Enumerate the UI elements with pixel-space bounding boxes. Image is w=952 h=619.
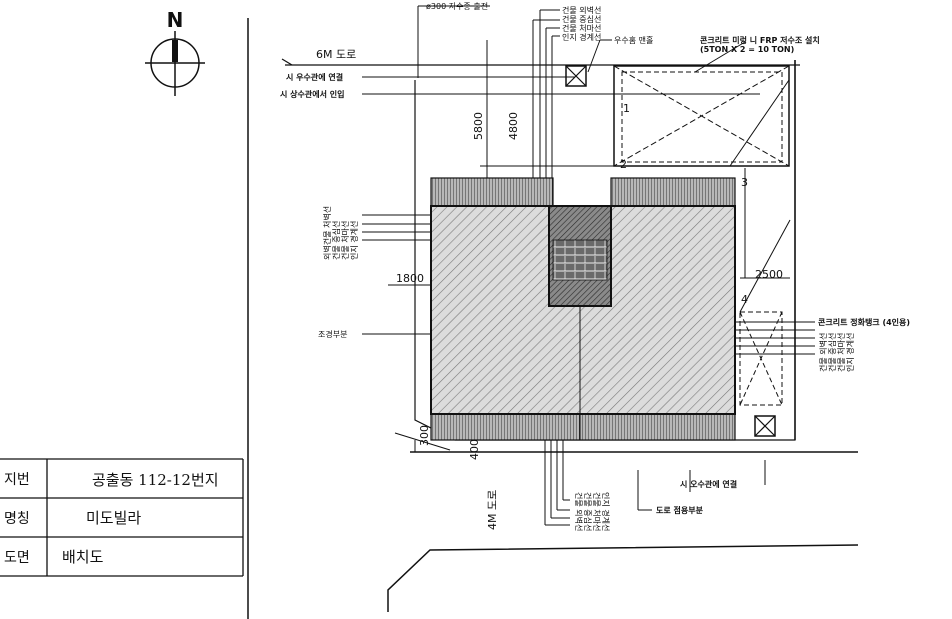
label-left-wall-4: 인지 경계선 bbox=[349, 221, 359, 260]
label-storm-outlet: ø300 자수종 출전 bbox=[426, 1, 488, 11]
title-block: 지번 공출동 112-12번지 명칭 미도빌라 도면 배치도 bbox=[0, 458, 244, 577]
label-left-wall-3: 건물 처마선 bbox=[340, 221, 350, 260]
label-left-wall-1: 외벽건물 처벽선 bbox=[322, 206, 332, 260]
label-right-wall-1: 건물 외벽선 bbox=[818, 333, 828, 372]
road-bottom-label: 4M 도로 bbox=[486, 490, 499, 530]
north-arrow: N bbox=[145, 8, 205, 96]
road-top-label: 6M 도로 bbox=[316, 48, 356, 61]
marker-1: 1 bbox=[623, 102, 630, 115]
title-key-name: 명칭 bbox=[4, 511, 30, 527]
dim-400: 400 bbox=[468, 439, 481, 460]
building-eaves bbox=[430, 177, 736, 441]
dimensions: 5800 4800 1800 2500 300 400 2 3 bbox=[396, 112, 783, 460]
label-city-sewer: 시 오수관에 연결 bbox=[680, 479, 737, 489]
label-top-wall-3: 건물 처마선 bbox=[562, 23, 601, 33]
road-top: 6M 도로 bbox=[281, 48, 800, 66]
road-bottom: 4M 도로 bbox=[387, 432, 859, 612]
north-label: N bbox=[167, 8, 184, 32]
marker-3: 3 bbox=[741, 176, 748, 189]
label-tank-2: (5TON X 2 = 10 TON) bbox=[700, 45, 794, 54]
label-top-wall-2: 건물 중심선 bbox=[562, 14, 601, 24]
rainwater-manhole bbox=[565, 65, 587, 87]
water-tank: 1 bbox=[613, 65, 790, 167]
guide-lines bbox=[362, 5, 815, 526]
label-bottom-wall-3: 건물 처마선 bbox=[592, 492, 602, 531]
label-road-included: 도로 점용부분 bbox=[656, 505, 704, 515]
label-bottom-wall-1: 건물 외벽선 bbox=[574, 492, 584, 531]
marker-4: 4 bbox=[741, 293, 748, 306]
label-right-wall-3: 건물 처마선 bbox=[836, 333, 846, 372]
label-bottom-wall-4: 인지 경계선 bbox=[601, 492, 611, 531]
label-city-storm: 시 우수관에 연결 bbox=[286, 72, 343, 82]
dim-1800: 1800 bbox=[396, 272, 424, 285]
title-value-drawing: 배치도 bbox=[62, 548, 104, 566]
label-city-water: 시 상수관에서 인입 bbox=[280, 89, 344, 99]
dim-300: 300 bbox=[418, 425, 431, 446]
dim-4800: 4800 bbox=[507, 112, 520, 140]
label-top-wall-1: 건물 외벽선 bbox=[562, 5, 601, 15]
dim-5800: 5800 bbox=[472, 112, 485, 140]
label-right-wall-4: 인지 경계선 bbox=[845, 333, 855, 372]
label-rain-manhole: 우수홈 맨홀 bbox=[614, 35, 653, 45]
annotations: ø300 자수종 출전 건물 외벽선 건물 중심선 건물 처마선 인지 경계선 … bbox=[280, 1, 910, 531]
septic-tank: 4 bbox=[739, 219, 791, 406]
label-septic: 콘크리트 정화탱크 (4인용) bbox=[818, 317, 910, 327]
label-landscape: 조경부분 bbox=[318, 329, 347, 339]
label-left-wall-2: 건물 중심선 bbox=[331, 221, 341, 260]
marker-2: 2 bbox=[620, 158, 627, 171]
label-right-wall-2: 건물 중심선 bbox=[827, 333, 837, 372]
sewer-manhole bbox=[754, 415, 776, 437]
label-tank-1: 콘크리트 미렁 니 FRP 저수조 설치 bbox=[700, 35, 820, 45]
stair-core bbox=[548, 205, 612, 307]
title-key-drawing: 도면 bbox=[4, 550, 30, 566]
title-value-name: 미도빌라 bbox=[86, 509, 141, 527]
title-value-lot: 공출동 112-12번지 bbox=[92, 471, 219, 489]
title-key-lot: 지번 bbox=[4, 472, 30, 488]
label-bottom-wall-2: 건물 중심선 bbox=[583, 492, 593, 531]
dim-2500: 2500 bbox=[755, 268, 783, 281]
label-top-wall-4: 인지 경계선 bbox=[562, 32, 601, 42]
